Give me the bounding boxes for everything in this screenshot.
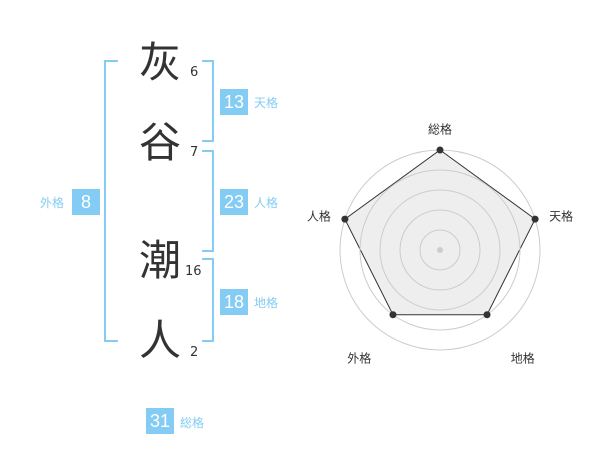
stroke-count-3: 16: [185, 264, 202, 279]
radar-point-地格: [483, 311, 491, 319]
stroke-count-2: 7: [190, 145, 199, 160]
tenkaku-value: 13: [220, 89, 248, 115]
name-char-4: 人: [138, 316, 181, 365]
gaikaku-bracket: [104, 60, 118, 342]
radar-axis-label: 総格: [428, 122, 452, 137]
radar-ring-3: [379, 189, 501, 311]
radar-ring-4: [359, 169, 521, 331]
gaikaku-label: 外格: [40, 196, 65, 210]
tenkaku-bracket: [202, 60, 214, 142]
chikaku-bracket: [202, 258, 214, 342]
tenkaku-label: 天格: [254, 96, 279, 110]
radar-point-総格: [436, 146, 444, 154]
jinkaku-label: 人格: [254, 196, 279, 210]
jinkaku-value: 23: [220, 189, 248, 215]
radar-axis-label: 外格: [347, 350, 371, 365]
soukaku-label: 総格: [180, 416, 205, 430]
radar-ring-1: [419, 229, 461, 271]
radar-point-天格: [531, 215, 539, 223]
stroke-count-1: 6: [190, 65, 199, 80]
gaikaku-value: 8: [72, 189, 100, 215]
stroke-count-4: 2: [190, 345, 199, 360]
radar-data: [341, 146, 539, 331]
radar-axis-label: 人格: [307, 209, 331, 224]
radar-center-dot: [437, 247, 443, 253]
radar-axis-label: 地格: [511, 350, 535, 365]
radar-axis-label: 天格: [549, 209, 573, 224]
radar-point-外格: [389, 311, 397, 319]
chikaku-label: 地格: [254, 296, 279, 310]
radar-point-人格: [341, 215, 349, 223]
soukaku-value: 31: [146, 408, 174, 434]
radar-ring-2: [399, 209, 481, 291]
name-char-2: 谷: [138, 118, 181, 167]
chikaku-value: 18: [220, 289, 248, 315]
jinkaku-bracket: [202, 150, 214, 252]
radar-data-polygon: [344, 149, 536, 316]
name-char-1: 灰: [138, 38, 181, 87]
name-char-3: 潮: [138, 236, 181, 285]
